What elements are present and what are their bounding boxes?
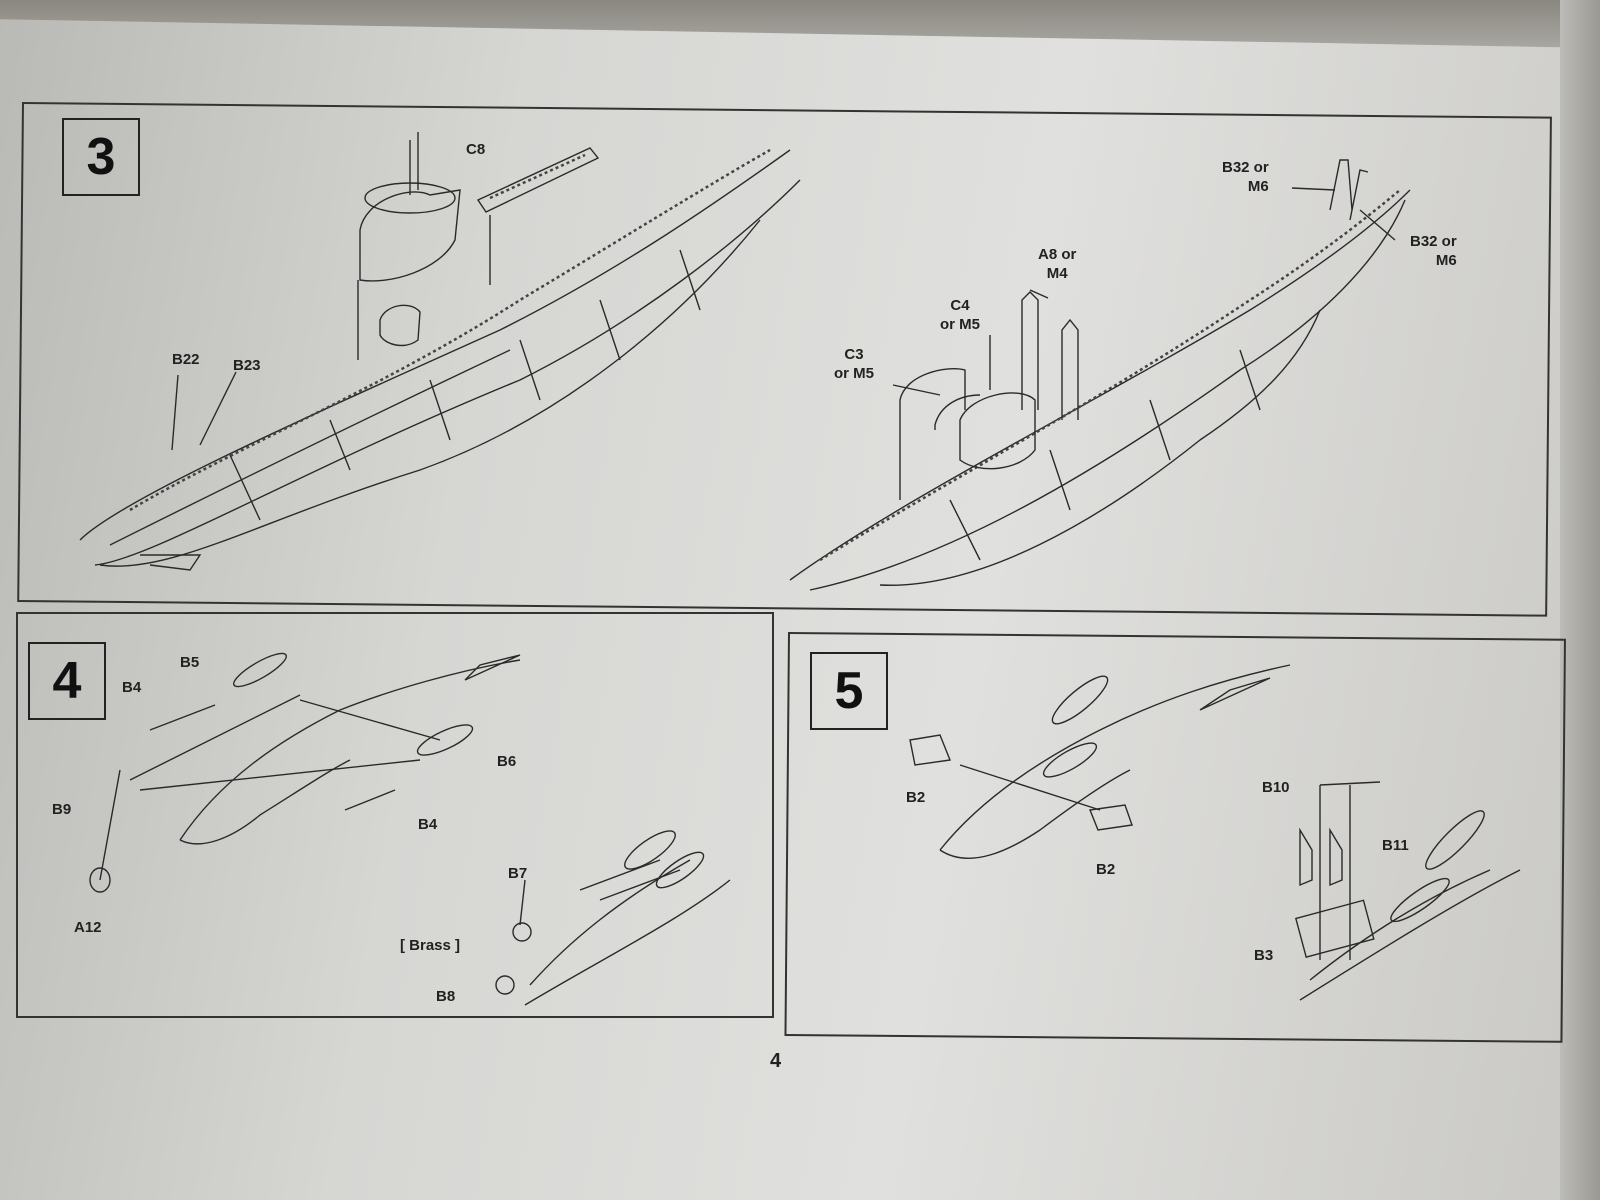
page-number: 4 — [770, 1050, 782, 1072]
part-label-b23: B23 — [233, 357, 261, 374]
part-label-b22: B22 — [172, 351, 200, 368]
part-label-b4-top: B4 — [122, 679, 142, 696]
submarine-hull-right — [789, 189, 1411, 591]
part-label-brass: [ Brass ] — [400, 937, 461, 954]
part-label-c8: C8 — [466, 141, 486, 158]
step-5-number: 5 — [810, 652, 888, 730]
stern-assembly-5a — [909, 664, 1291, 859]
page-shadow — [1560, 0, 1600, 1200]
part-label-a8-or-m4: A8 or M4 — [1038, 246, 1077, 282]
part-label-b2-right: B2 — [1096, 861, 1116, 878]
part-label-b8: B8 — [436, 988, 456, 1005]
part-label-b7: B7 — [508, 865, 528, 882]
part-label-b32-or-m6-left: B32 or M6 — [1222, 159, 1269, 195]
conning-tower-left — [357, 132, 461, 360]
step-4-number: 4 — [28, 642, 106, 720]
step-3-number: 3 — [62, 118, 140, 196]
deck-part-c8 — [476, 147, 600, 285]
part-label-b32-or-m6-right: B32 or M6 — [1410, 233, 1457, 269]
step-4-panel — [16, 612, 774, 1018]
railing-parts — [899, 159, 1369, 500]
part-label-b5: B5 — [180, 654, 200, 671]
part-label-b9: B9 — [52, 801, 72, 818]
submarine-hull-left — [79, 148, 801, 571]
part-label-a12: A12 — [74, 919, 102, 936]
part-label-b10: B10 — [1262, 779, 1290, 796]
part-label-b11: B11 — [1382, 837, 1409, 854]
part-label-b6: B6 — [497, 753, 517, 770]
stern-assembly-4a — [89, 652, 521, 893]
part-label-b4-bottom: B4 — [418, 816, 438, 833]
part-label-b2-left: B2 — [906, 789, 926, 806]
part-label-b3: B3 — [1254, 947, 1274, 964]
part-label-c4-or-m5: C4 or M5 — [940, 297, 981, 333]
stern-assembly-4b — [495, 830, 731, 1006]
stern-assembly-5b — [1294, 781, 1521, 1001]
part-label-c3-or-m5: C3 or M5 — [834, 346, 875, 382]
